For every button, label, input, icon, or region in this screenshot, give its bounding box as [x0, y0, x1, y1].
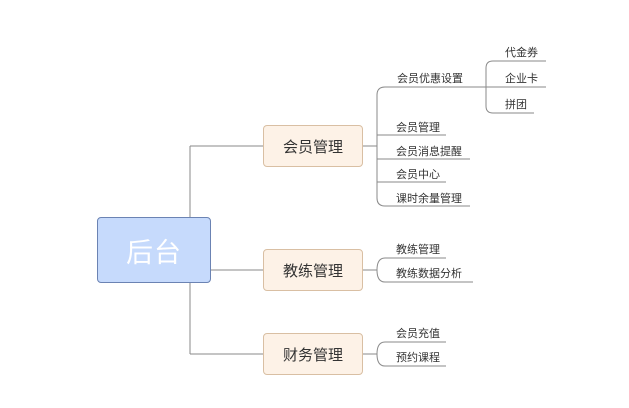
connector-member-curve-top: [376, 86, 470, 146]
root-node[interactable]: 后台: [97, 217, 211, 283]
leaf-group-buy[interactable]: 拼团: [505, 98, 527, 111]
leaf-coach-management[interactable]: 教练管理: [396, 243, 440, 256]
leaf-member-management[interactable]: 会员管理: [396, 121, 440, 134]
leaf-course-booking[interactable]: 预约课程: [396, 351, 440, 364]
leaf-member-recharge[interactable]: 会员充值: [396, 327, 440, 340]
leaf-member-promo-settings[interactable]: 会员优惠设置: [397, 72, 463, 85]
leaf-coach-data-analysis[interactable]: 教练数据分析: [396, 267, 462, 280]
branch-node-finance-management[interactable]: 财务管理: [263, 333, 363, 375]
connector-coach-curve-bottom: [376, 269, 473, 283]
branch-node-coach-management[interactable]: 教练管理: [263, 249, 363, 291]
connector-promo-curve-bottom: [485, 87, 534, 114]
connector-promo-curve-top: [485, 60, 546, 87]
branch-node-member-management[interactable]: 会员管理: [263, 125, 363, 167]
leaf-member-center[interactable]: 会员中心: [396, 168, 440, 181]
leaf-class-balance-management[interactable]: 课时余量管理: [396, 192, 462, 205]
leaf-member-message-reminder[interactable]: 会员消息提醒: [396, 145, 462, 158]
leaf-enterprise-card[interactable]: 企业卡: [505, 72, 538, 85]
connector-finance-curve-bottom: [376, 353, 446, 367]
leaf-voucher[interactable]: 代金券: [505, 46, 538, 59]
connector-member-curve-bottom: [376, 146, 470, 207]
connector-coach-curve-top: [376, 257, 446, 271]
connector-finance-curve-top: [376, 341, 446, 355]
